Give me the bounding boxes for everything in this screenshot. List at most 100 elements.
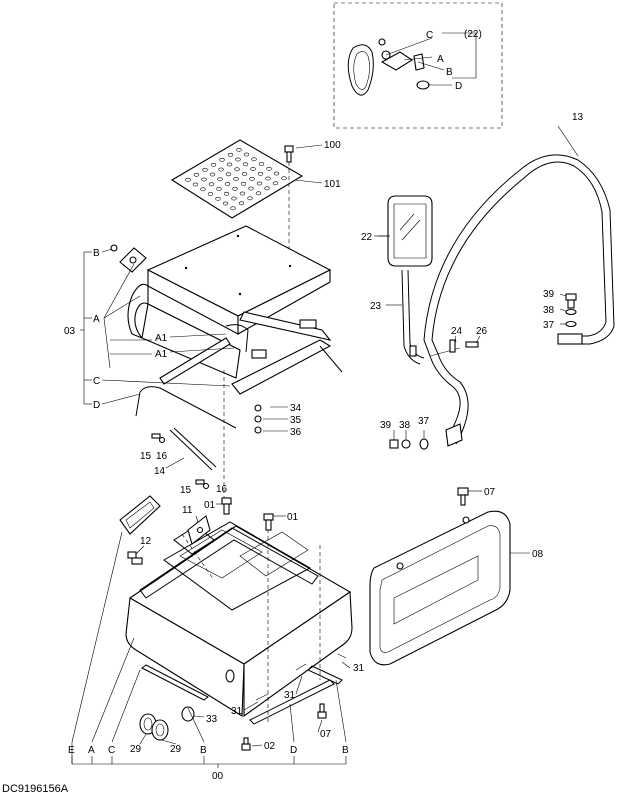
callout-02: 02 xyxy=(264,741,276,752)
perforated-plate: 101 xyxy=(170,139,341,219)
plate-hole xyxy=(266,166,272,171)
plate-hole xyxy=(239,191,246,196)
label-a-bottom: A xyxy=(88,745,95,756)
window-frame xyxy=(378,195,433,267)
plate-hole xyxy=(200,187,206,192)
main-housing xyxy=(125,370,353,722)
pillar-tube xyxy=(386,269,425,365)
callout-38-lower: 38 xyxy=(399,420,411,431)
bolt-100: 100 xyxy=(284,140,341,270)
plate-hole xyxy=(256,181,263,186)
plate-hole xyxy=(258,162,265,166)
plate-hole xyxy=(233,177,239,181)
rops-frame xyxy=(423,125,615,447)
callout-29-right: 29 xyxy=(170,744,182,755)
plate-hole xyxy=(249,176,255,181)
rail-bracket xyxy=(231,311,343,434)
plate-hole xyxy=(192,182,199,187)
plate-hole xyxy=(215,196,221,201)
plate-hole xyxy=(185,177,191,182)
callout-11: 11 xyxy=(182,505,193,516)
callout-16-lower: 16 xyxy=(216,484,228,495)
label-a-left: A xyxy=(93,314,100,325)
plate-hole xyxy=(241,172,248,176)
label-d-bottom: D xyxy=(290,745,297,756)
plate-hole xyxy=(209,172,216,177)
hardware-cluster xyxy=(389,293,577,450)
label-e-bottom: E xyxy=(68,745,75,756)
plate-hole xyxy=(251,157,257,162)
callout-14: 14 xyxy=(154,466,166,477)
label-c-left: C xyxy=(93,376,100,387)
callout-37-lower: 37 xyxy=(418,416,430,427)
callout-23: 23 xyxy=(370,301,382,312)
callout-07-bottom: 07 xyxy=(320,729,332,740)
label-b-top: B xyxy=(93,248,100,259)
callout-13: 13 xyxy=(572,112,584,123)
seal-strip-d xyxy=(135,386,237,429)
plate-hole xyxy=(202,167,208,172)
plate-hole xyxy=(217,177,223,182)
plate-hole xyxy=(232,186,238,191)
document-code: DC9196156A xyxy=(2,783,69,795)
left-group-bracket: 03 B A A1 A1 C D xyxy=(64,248,235,411)
callout-36: 36 xyxy=(290,427,302,438)
plate-hole xyxy=(257,171,264,176)
callout-24: 24 xyxy=(451,326,463,337)
plate-hole xyxy=(242,162,249,167)
leader-lines xyxy=(139,235,390,745)
callout-100: 100 xyxy=(324,140,341,151)
callout-01-left: 01 xyxy=(204,500,216,511)
hinge-bracket xyxy=(110,244,147,273)
callout-35: 35 xyxy=(290,415,302,426)
plate-hole xyxy=(264,186,270,191)
plate-hole xyxy=(240,181,247,186)
plate-hole xyxy=(281,176,287,181)
plate-hole xyxy=(234,167,240,172)
inset-box: C (22) A B D xyxy=(333,2,503,129)
plate-hole xyxy=(250,167,256,171)
plate-hole xyxy=(193,172,200,177)
plate-hole xyxy=(223,191,230,196)
plate-hole xyxy=(208,182,215,187)
inset-group-22: (22) xyxy=(464,29,482,40)
callout-01-right: 01 xyxy=(287,512,299,523)
callout-38-right: 38 xyxy=(543,305,555,316)
callout-08: 08 xyxy=(532,549,544,560)
plate-hole xyxy=(216,187,222,191)
callout-22: 22 xyxy=(361,232,373,243)
callout-15-upper: 15 xyxy=(140,451,152,462)
callout-31-right: 31 xyxy=(353,663,365,674)
label-d-left: D xyxy=(93,400,100,411)
callout-33: 33 xyxy=(206,714,218,725)
bottom-group-bracket: E A C B D B 00 xyxy=(68,531,349,782)
plate-hole xyxy=(227,152,234,157)
plate-hole xyxy=(222,201,229,206)
plate-hole xyxy=(225,172,232,177)
small-window-11 xyxy=(187,515,211,545)
inset-label-a: A xyxy=(437,54,444,65)
callout-26: 26 xyxy=(476,326,488,337)
callout-16-upper: 16 xyxy=(156,451,168,462)
seal-strips xyxy=(141,653,347,725)
plate-hole xyxy=(201,177,207,182)
plate-hole xyxy=(235,157,241,162)
label-a1-first: A1 xyxy=(155,333,168,344)
plate-hole xyxy=(207,192,214,196)
bolts xyxy=(127,487,482,751)
label-b-bottom-1: B xyxy=(200,745,207,756)
plate-hole xyxy=(236,147,242,152)
label-03: 03 xyxy=(64,326,76,337)
inset-label-d: D xyxy=(455,81,462,92)
clips-15-16 xyxy=(151,433,210,490)
inset-label-c: C xyxy=(426,30,433,41)
plate-hole xyxy=(210,162,217,167)
inset-label-b: B xyxy=(446,67,453,78)
callout-37-right: 37 xyxy=(543,320,555,331)
callout-31-left: 31 xyxy=(231,706,243,717)
callout-numbers: 13 22 23 24 26 39 38 37 39 38 37 34 35 3… xyxy=(130,112,584,755)
callout-07-top: 07 xyxy=(484,487,496,498)
callout-31-mid: 31 xyxy=(284,690,296,701)
callout-39-lower: 39 xyxy=(380,420,392,431)
